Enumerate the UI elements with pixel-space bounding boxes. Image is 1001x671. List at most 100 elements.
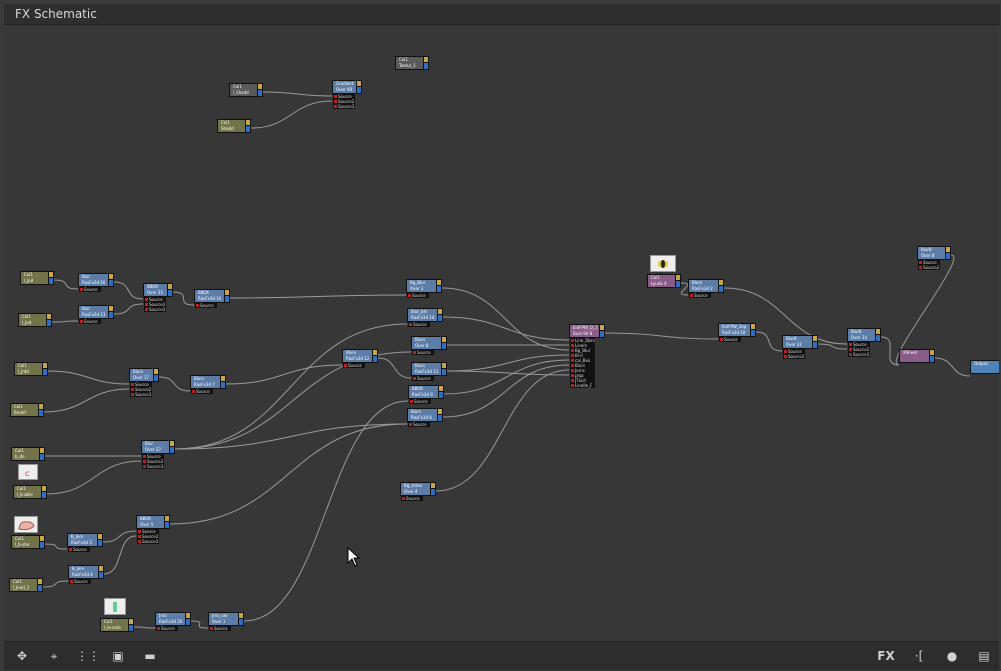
input-port[interactable]: Source2 [783,354,805,359]
link-wire[interactable] [262,91,333,97]
input-port[interactable]: Source [689,293,711,298]
input-port[interactable]: Blurs [570,363,595,368]
fit-to-window-icon[interactable]: ✥ [16,649,28,663]
link-wire[interactable] [446,354,570,372]
link-wire[interactable] [377,357,412,379]
input-port[interactable]: Source3 [137,539,159,544]
output-port[interactable] [437,414,443,422]
input-port[interactable]: Source [69,579,91,584]
link-wire[interactable] [604,332,719,340]
output-port[interactable] [48,277,54,285]
input-port[interactable]: Source [144,297,166,302]
link-wire[interactable] [174,351,412,450]
input-port[interactable]: Source [195,303,217,308]
input-port[interactable]: Source [191,389,213,394]
output-port[interactable] [875,334,881,342]
output-port[interactable] [38,409,44,417]
link-wire[interactable] [435,369,570,492]
link-wire[interactable] [113,303,144,315]
link-wire[interactable] [229,294,407,299]
input-port[interactable]: Source [412,350,434,355]
link-wire[interactable] [172,291,195,306]
input-port[interactable]: Jorns [570,368,595,373]
output-icon[interactable]: ● [946,649,958,663]
link-wire[interactable] [250,100,333,129]
toggle-view-icon[interactable]: ▤ [978,649,990,663]
output-port[interactable] [185,618,191,626]
output-port[interactable] [39,541,45,549]
input-port[interactable]: Source3 [144,307,166,312]
input-port[interactable]: Source3 [130,392,152,397]
output-port[interactable] [245,125,251,133]
link-wire[interactable] [102,530,137,543]
link-wire[interactable] [446,370,570,376]
fx-toggle-button[interactable]: FX [877,649,895,663]
input-port[interactable]: Source [333,94,355,99]
input-port[interactable]: Source [783,349,805,354]
output-port[interactable] [430,488,436,496]
link-wire[interactable] [174,323,408,450]
link-wire[interactable] [51,320,79,323]
output-port[interactable] [167,289,173,297]
input-port[interactable]: Source [719,337,741,342]
link-wire[interactable] [817,343,848,350]
input-port[interactable]: Source [848,342,870,347]
output-port[interactable] [238,618,244,626]
link-wire[interactable] [113,281,144,300]
preview-icon[interactable]: ▣ [112,649,124,663]
input-port[interactable]: Source [408,422,430,427]
input-port[interactable]: Source2 [142,459,164,464]
link-wire[interactable] [169,423,408,525]
stage-toggle-button[interactable]: ·[ [914,649,924,663]
output-port[interactable] [164,521,170,529]
link-wire[interactable] [755,331,783,352]
link-wire[interactable] [443,359,570,395]
output-port[interactable] [108,311,114,319]
output-port[interactable] [436,285,442,293]
output-port[interactable] [812,341,818,349]
output-port[interactable] [441,368,447,376]
output-port[interactable] [108,279,114,287]
output-port[interactable] [356,86,362,94]
input-port[interactable]: Source [409,399,431,404]
link-wire[interactable] [53,279,79,290]
input-port[interactable]: Bl-d [570,353,595,358]
link-wire[interactable] [680,282,689,296]
link-wire[interactable] [442,364,570,418]
input-port[interactable]: Linelle_F [570,383,595,388]
output-port[interactable] [224,295,230,303]
link-wire[interactable] [43,388,130,413]
output-port[interactable] [675,280,681,288]
output-port[interactable] [718,285,724,293]
input-port[interactable]: Source [79,319,101,324]
input-port[interactable]: Source [68,547,90,552]
link-wire[interactable] [103,535,137,575]
input-port[interactable]: Source [130,382,152,387]
